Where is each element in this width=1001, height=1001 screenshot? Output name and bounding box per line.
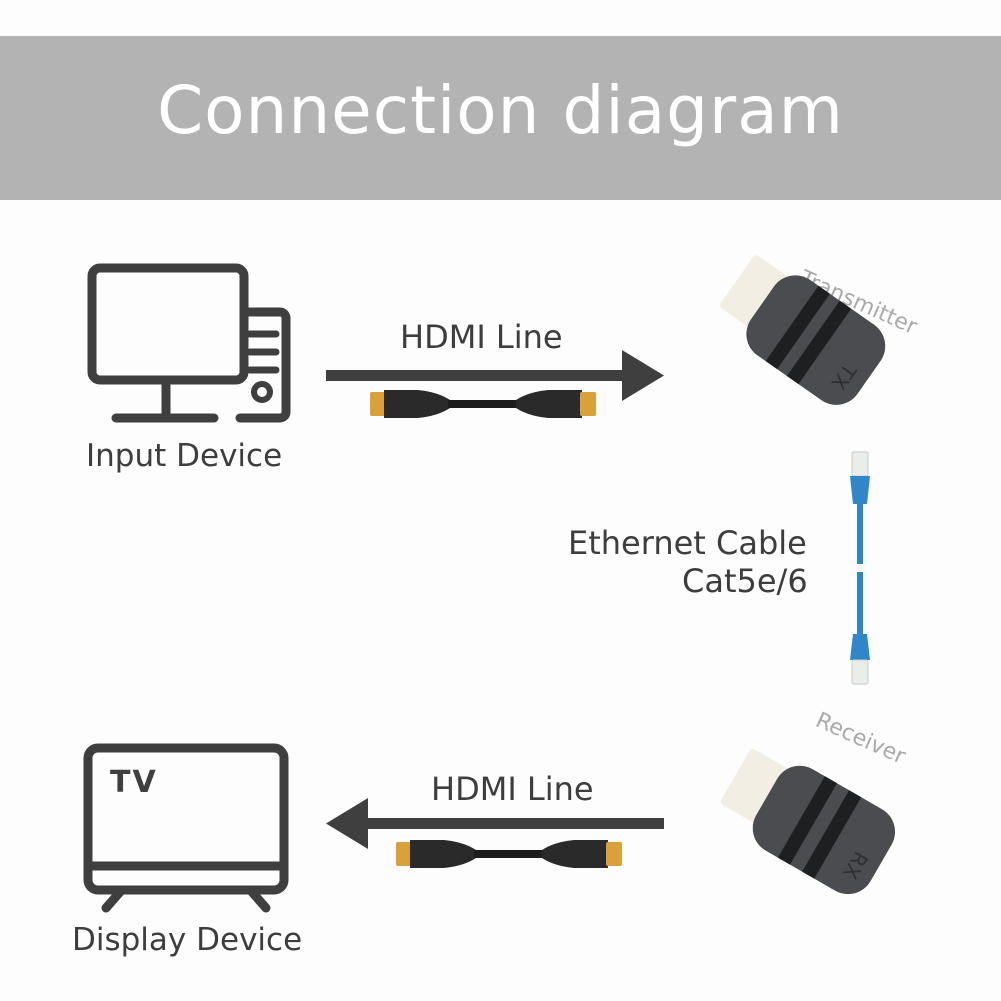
display-device-label: Display Device (72, 922, 303, 958)
tv-icon: TV (83, 743, 289, 913)
page-title: Connection diagram (157, 72, 844, 149)
hdmi-cable-icon (396, 840, 622, 868)
tv-screen-text: TV (110, 765, 158, 800)
ethernet-category-label: Cat5e/6 (682, 562, 808, 600)
title-banner (0, 36, 1001, 200)
arrow-left-icon (326, 798, 664, 849)
hdmi-line-bottom-label: HDMI Line (431, 770, 594, 808)
hdmi-line-top-label: HDMI Line (400, 318, 563, 356)
transmitter-device: TX (720, 255, 886, 405)
ethernet-cable-icon (850, 451, 870, 685)
input-device-label: Input Device (86, 438, 283, 474)
hdmi-cable-icon (370, 390, 596, 418)
arrow-right-icon (326, 350, 664, 401)
ethernet-label: Ethernet Cable (568, 524, 807, 562)
receiver-device: RX (720, 749, 896, 895)
computer-icon (87, 263, 291, 423)
